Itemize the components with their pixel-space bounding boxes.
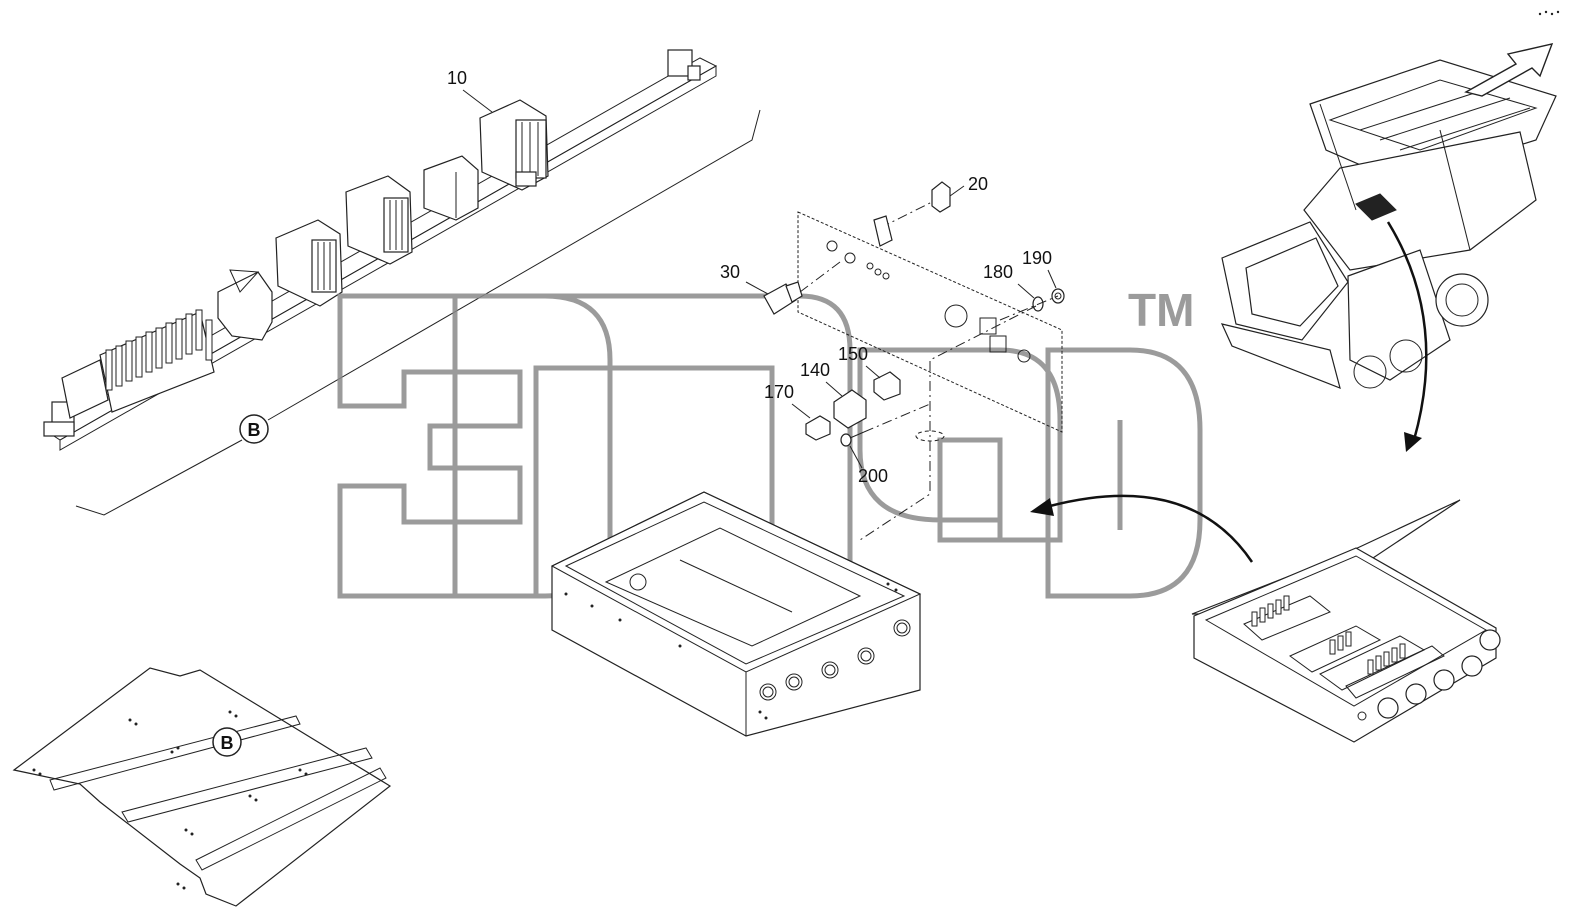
callout-20-label: 20: [968, 174, 988, 194]
enclosure-box: [550, 491, 922, 737]
section-line-lower: [75, 439, 243, 516]
section-marker-b-plate-label: B: [221, 733, 234, 753]
end-clamp-top: [667, 49, 701, 81]
callout-200-label: 200: [858, 466, 888, 486]
section-marker-b-upper: B: [239, 414, 269, 444]
alignment-line: [859, 305, 1037, 541]
part-200: 200: [840, 403, 931, 486]
callout-190-label: 190: [1022, 248, 1052, 268]
relay-part-10: [479, 99, 549, 191]
relay-module-2: [345, 175, 413, 265]
alignment-hole: [915, 430, 945, 442]
corner-mark: [1538, 10, 1560, 16]
callout-30-label: 30: [720, 262, 740, 282]
curved-arrow-icon: [1386, 221, 1428, 452]
section-marker-b-plate: B: [212, 727, 242, 757]
relay-module-1: [275, 219, 343, 307]
callout-10-label: 10: [447, 68, 467, 88]
callout-180-label: 180: [983, 262, 1013, 282]
part-190: 190: [999, 248, 1065, 321]
part-150: 150: [838, 344, 901, 401]
module-square: [423, 155, 479, 221]
part-20: 20: [873, 174, 988, 247]
watermark-trademark: TM: [1128, 284, 1194, 336]
paver-machine: [1220, 59, 1557, 389]
control-box-highlight: [1355, 193, 1397, 221]
open-cabinet: [1191, 499, 1501, 743]
callout-140-label: 140: [800, 360, 830, 380]
callout-170-label: 170: [764, 382, 794, 402]
din-rail-assembly: [43, 49, 761, 516]
section-line-upper: [267, 109, 761, 421]
part-170: 170: [764, 382, 831, 441]
terminal-block-strip: [61, 309, 215, 419]
watermark-logo: TM: [337, 284, 1203, 599]
curved-arrow-cabinet-icon: [1030, 494, 1254, 563]
section-marker-b-upper-label: B: [248, 420, 261, 440]
callout-10: 10: [447, 68, 493, 113]
callout-150-label: 150: [838, 344, 868, 364]
part-180: 180: [983, 262, 1044, 312]
mounting-plate: [12, 667, 392, 907]
arrow-icon: [1464, 43, 1554, 97]
part-30: 30: [720, 261, 841, 315]
module-small: [217, 269, 273, 341]
part-140: 140: [800, 360, 867, 429]
